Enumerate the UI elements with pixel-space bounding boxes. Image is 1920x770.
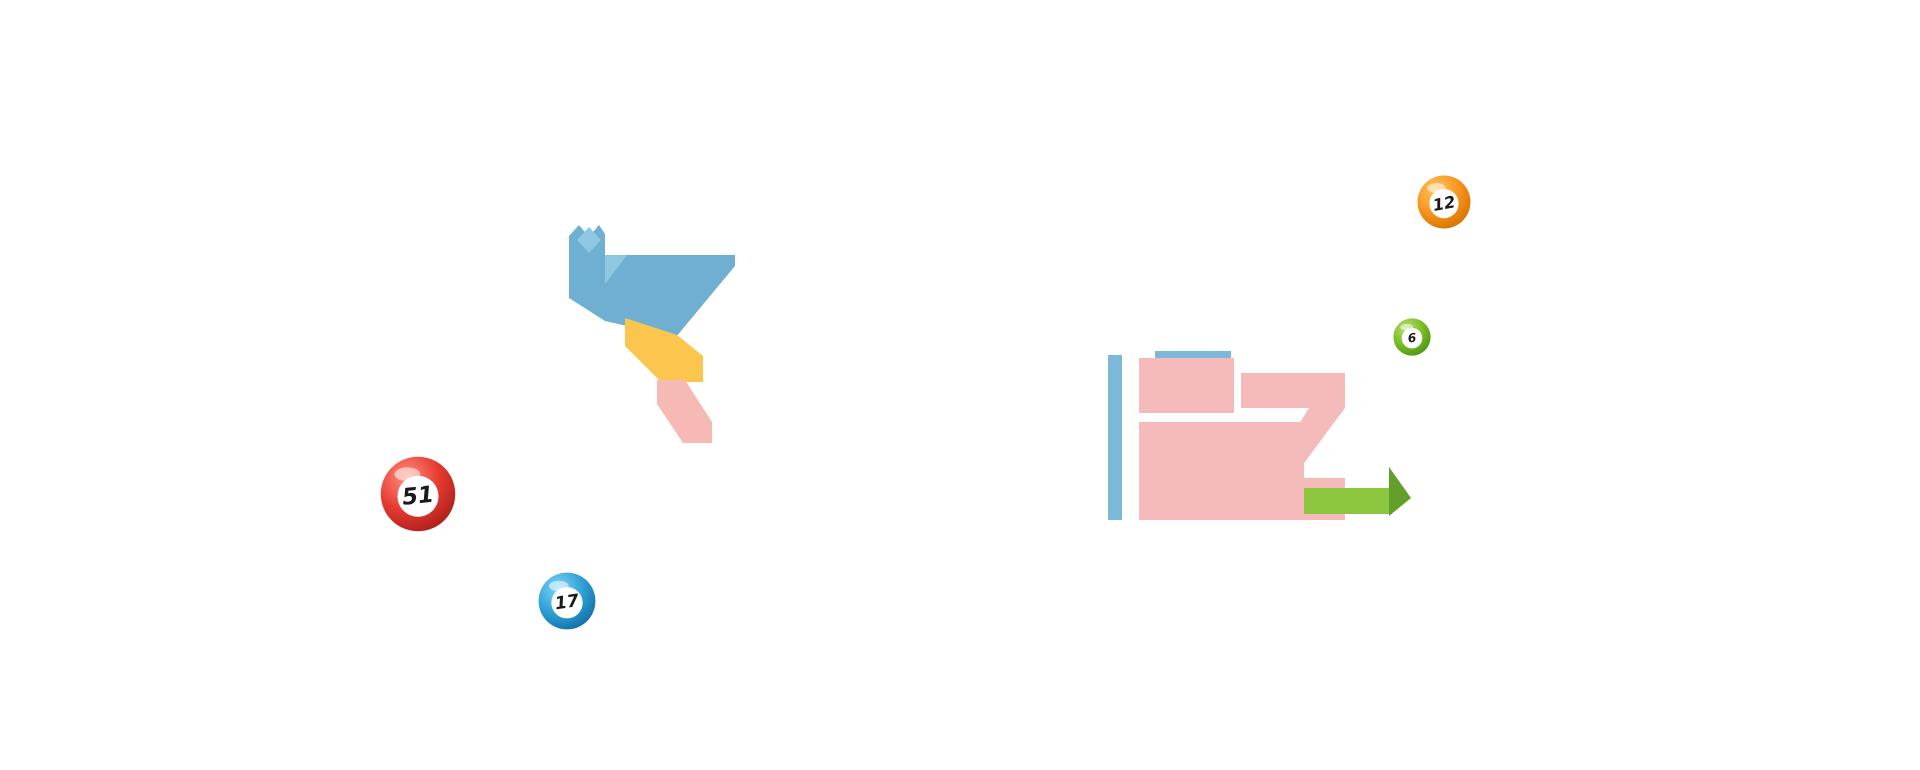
right-number-illustration — [1105, 346, 1415, 526]
green-arrow-bar-shape — [1304, 488, 1392, 514]
ball-number-disc — [1429, 189, 1459, 219]
bingo-ball-17: 17 — [538, 572, 596, 630]
pink-numeral-two-shape — [1241, 373, 1345, 520]
ball-number: 12 — [1431, 192, 1456, 215]
ball-number: 17 — [554, 591, 582, 614]
bingo-ball-51: 51 — [380, 456, 456, 532]
ball-number-disc — [1401, 327, 1423, 349]
blue-vertical-bar-shape — [1108, 355, 1122, 520]
ball-number-disc — [551, 587, 583, 619]
ball-number: 6 — [1407, 331, 1417, 346]
origami-blue-facet-shape — [605, 255, 627, 284]
left-origami-illustration — [565, 222, 740, 447]
blue-top-dash-shape — [1155, 351, 1231, 358]
ball-number-disc — [397, 475, 439, 517]
origami-blue-wedge-shape — [605, 255, 735, 337]
bingo-ball-12: 12 — [1417, 175, 1471, 229]
pink-upper-block-shape — [1139, 358, 1234, 413]
origami-yellow-shape — [625, 318, 703, 382]
green-arrow-tip-icon — [1389, 467, 1411, 516]
gem-diamond-icon — [577, 227, 601, 253]
origami-blue-strip-shape — [569, 225, 605, 321]
ball-number: 51 — [401, 482, 435, 511]
bingo-ball-6: 6 — [1393, 318, 1431, 356]
origami-pink-ribbon-shape — [657, 380, 712, 443]
